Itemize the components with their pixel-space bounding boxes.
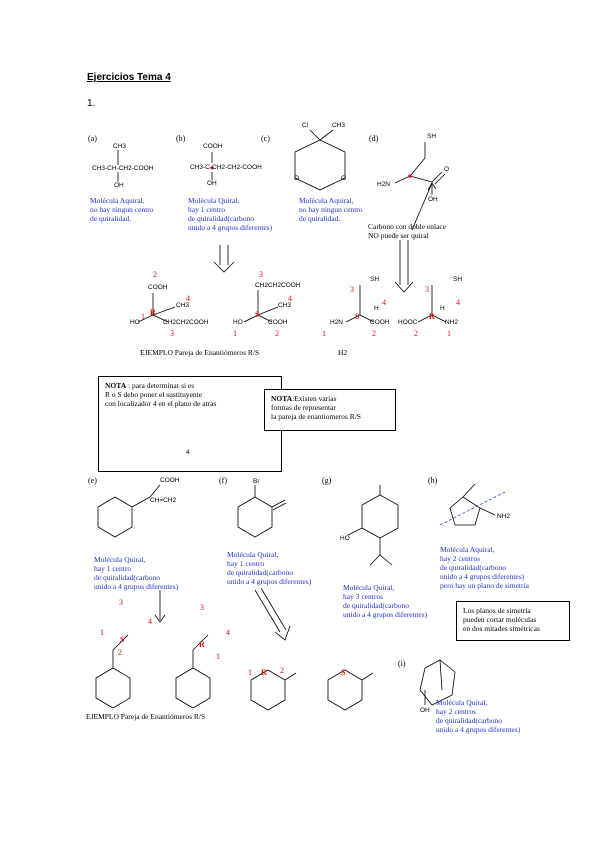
- center-r: R: [150, 308, 156, 317]
- priority-3: 3: [350, 285, 354, 294]
- chiral-marker-dot: [210, 166, 214, 170]
- priority-1: 1: [216, 652, 220, 661]
- chem-d-oh: OH: [428, 196, 438, 203]
- center-s: S: [120, 635, 125, 644]
- chem-c-cl: Cl: [302, 122, 309, 129]
- row2-ho-2: HO: [233, 319, 243, 326]
- priority-4: 4: [226, 628, 230, 637]
- row2-sh-2: SH: [453, 276, 463, 283]
- row2-h: H: [374, 305, 379, 312]
- chem-b-chain: CH3-C-CH2-CH2-COOH: [190, 164, 262, 171]
- row2-ho: HO: [130, 319, 140, 326]
- priority-4: 4: [288, 294, 292, 303]
- g-ho: HO: [340, 535, 350, 542]
- chem-b-cooh: COOH: [203, 143, 223, 150]
- row2-ch3-2: CH3: [278, 302, 292, 309]
- chem-d-o: O: [444, 166, 450, 173]
- row2-sh: SH: [370, 276, 380, 283]
- priority-1: 1: [141, 312, 145, 321]
- priority-2: 2: [280, 666, 284, 675]
- chem-a-chain: CH3-CH-CH2-COOH: [92, 165, 154, 172]
- center-r: R: [199, 640, 205, 649]
- priority-2: 2: [118, 648, 122, 657]
- row2-ch2cooh: CH2CH2COOH: [163, 319, 209, 326]
- priority-3: 3: [200, 603, 204, 612]
- label-g: (g): [322, 476, 332, 485]
- center-s: S: [355, 312, 360, 321]
- priority-3: 3: [119, 598, 123, 607]
- label-f: (f): [219, 476, 227, 485]
- priority-4: 4: [382, 298, 386, 307]
- example-h2: H2: [338, 348, 348, 357]
- priority-3: 3: [170, 329, 174, 338]
- label-a: (a): [88, 134, 97, 143]
- e-cooh: COOH: [160, 477, 180, 484]
- note-box-2: NOTA:Existen varias formas de representa…: [264, 389, 396, 431]
- label-h: (h): [428, 476, 438, 485]
- chem-d-h2n: H2N: [377, 181, 391, 188]
- note-four: 4: [186, 449, 190, 456]
- row2-hooc: HOOC: [398, 319, 418, 326]
- chem-c-o: O: [341, 175, 347, 182]
- row2-h-2: H: [440, 305, 445, 312]
- priority-1: 1: [233, 329, 237, 338]
- priority-2: 2: [153, 270, 157, 279]
- priority-1: 1: [447, 329, 451, 338]
- priority-1: 1: [322, 329, 326, 338]
- example-caption: EJEMPLO Pareja de Enantiómeros R/S: [140, 348, 260, 357]
- priority-2: 2: [372, 329, 376, 338]
- bottom-example-caption: EJEMPLO Pareja de Enantiómeros R/S: [86, 712, 206, 721]
- label-i: (i): [398, 659, 406, 668]
- row2-cooh-2: COOH: [268, 319, 288, 326]
- row2-ch2cooh-2: CH2CH2COOH: [255, 282, 301, 289]
- priority-2: 2: [414, 329, 418, 338]
- f-br: Br: [253, 478, 260, 485]
- exercise-number: 1.: [87, 98, 96, 109]
- priority-4: 4: [456, 298, 460, 307]
- row2-h2n: H2N: [330, 319, 344, 326]
- label-b: (b): [176, 134, 186, 143]
- row2-nh2: NH2: [445, 319, 459, 326]
- row2-cooh-3: COOH: [370, 319, 390, 326]
- priority-3: 3: [425, 285, 429, 294]
- priority-2: 2: [275, 329, 279, 338]
- row2-cooh: COOH: [148, 284, 168, 291]
- chem-c-ch3: CH3: [332, 122, 346, 129]
- label-d: (d): [369, 134, 379, 143]
- h-nh2: NH2: [497, 513, 511, 520]
- label-e: (e): [88, 476, 97, 485]
- center-s: S: [341, 668, 346, 677]
- priority-4: 4: [148, 617, 152, 626]
- chem-d-sh: SH: [427, 133, 437, 140]
- priority-1: 1: [100, 628, 104, 637]
- page-title: Ejercicios Tema 4: [87, 72, 171, 83]
- chem-a-ch3: CH3: [113, 143, 127, 150]
- e-ch-ch2: CH=CH2: [150, 497, 177, 504]
- priority-1: 1: [248, 668, 252, 677]
- note-box-1: NOTA : para determinar si es R o S debo …: [98, 376, 282, 472]
- center-r: R: [261, 668, 267, 677]
- i-oh: OH: [420, 707, 430, 714]
- row2-ch3: CH3: [176, 302, 190, 309]
- chiral-marker-dot: [408, 174, 412, 178]
- chem-a-oh: OH: [114, 182, 124, 189]
- center-r: R: [429, 312, 435, 321]
- chem-c-o: O: [294, 175, 300, 182]
- center-s: S: [255, 310, 260, 319]
- label-c: (c): [261, 134, 270, 143]
- chem-b-oh: OH: [207, 180, 217, 187]
- priority-3: 3: [259, 270, 263, 279]
- priority-4: 4: [186, 294, 190, 303]
